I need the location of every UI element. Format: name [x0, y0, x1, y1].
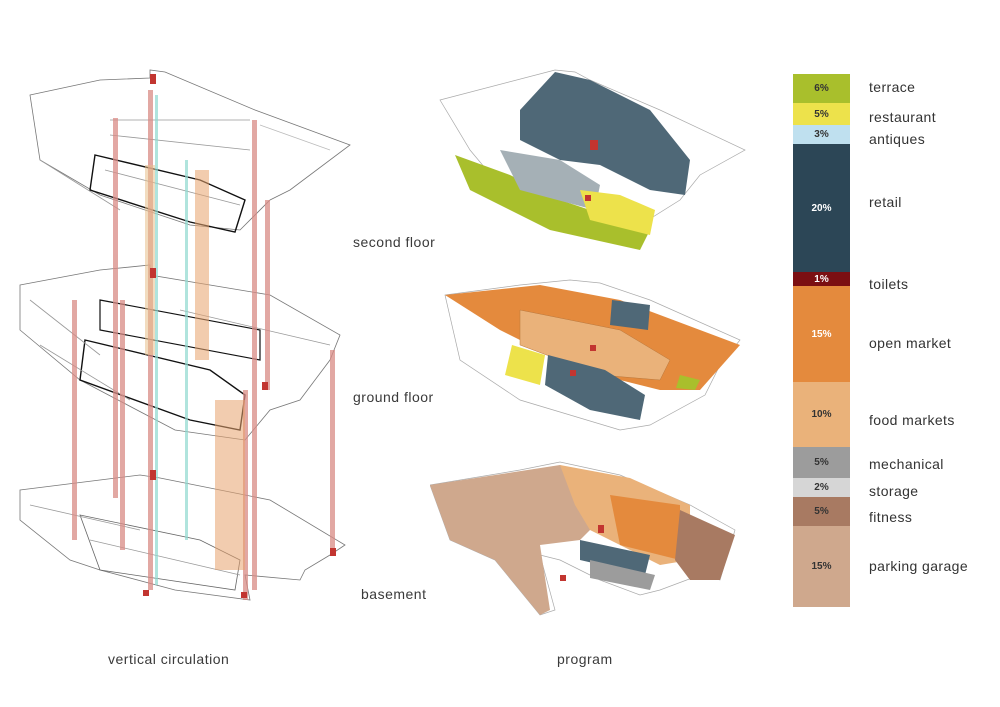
legend-percent: 2% — [814, 482, 829, 493]
legend-percent: 1% — [814, 273, 829, 285]
legend-label: mechanical — [869, 456, 944, 472]
elevator-shafts — [155, 95, 188, 585]
program-diagram — [430, 69, 746, 616]
legend-swatch-storage: 2% — [793, 478, 850, 497]
label-basement: basement — [361, 586, 427, 602]
legend-label: restaurant — [869, 109, 937, 125]
legend-percent: 5% — [814, 108, 829, 120]
legend-label: food markets — [869, 412, 955, 428]
legend-percent: 3% — [814, 129, 829, 140]
legend-label: open market — [869, 335, 952, 351]
legend-label: parking garage — [869, 558, 968, 574]
program-second-floor — [439, 69, 746, 250]
legend-percent: 15% — [811, 561, 832, 572]
label-second-floor: second floor — [353, 234, 436, 250]
legend-percent: 15% — [811, 328, 832, 340]
core-markers — [143, 74, 336, 598]
label-ground-floor: ground floor — [353, 389, 434, 405]
ground-floor-plan — [19, 264, 341, 441]
legend-percent: 6% — [814, 83, 829, 94]
legend-swatch-open-market: 15% — [793, 286, 850, 382]
legend-label: storage — [869, 483, 919, 499]
vertical-circulation-diagram — [19, 69, 351, 601]
legend-label: toilets — [869, 276, 909, 292]
legend-label: fitness — [869, 509, 913, 525]
legend-swatch-fitness: 5% — [793, 497, 850, 526]
legend-label: retail — [869, 194, 902, 210]
legend-swatch-toilets: 1% — [793, 272, 850, 286]
program-legend-bar: 6% 5% 3% 20% 1% 15% 10% 5% 2% 5% 15% — [793, 74, 850, 607]
legend-percent: 5% — [814, 457, 829, 468]
legend-swatch-food-markets: 10% — [793, 382, 850, 447]
basement-plan — [19, 474, 346, 601]
legend-swatch-parking-garage: 15% — [793, 526, 850, 607]
legend-percent: 10% — [811, 409, 832, 420]
legend-percent: 5% — [814, 506, 829, 517]
program-ground-floor — [444, 279, 741, 431]
ramp-shafts — [145, 165, 245, 570]
legend-swatch-terrace: 6% — [793, 74, 850, 103]
legend-swatch-antiques: 3% — [793, 125, 850, 144]
legend-swatch-retail: 20% — [793, 144, 850, 272]
legend-label: terrace — [869, 79, 916, 95]
program-basement — [430, 461, 736, 616]
second-floor-plan — [29, 69, 351, 233]
legend-swatch-mechanical: 5% — [793, 447, 850, 478]
legend-swatch-restaurant: 5% — [793, 103, 850, 125]
caption-program: program — [557, 651, 613, 667]
legend-percent: 20% — [811, 202, 832, 214]
legend-label: antiques — [869, 131, 926, 147]
caption-vertical-circulation: vertical circulation — [108, 651, 230, 667]
